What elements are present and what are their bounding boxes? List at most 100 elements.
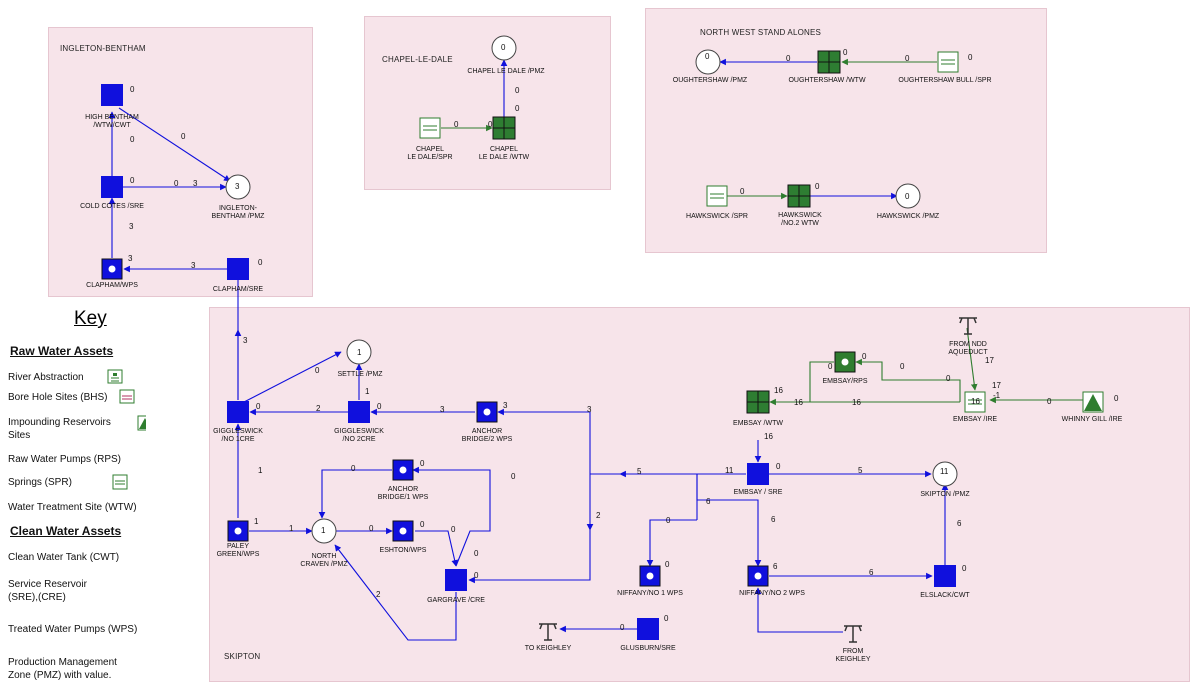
label-eshton: ESHTON/WPS [379, 547, 427, 554]
embsay-wtw-node-grid [747, 391, 769, 413]
flow-label: 3 [587, 405, 592, 414]
flow-label: 11 [725, 466, 734, 475]
oughtershaw-spr-node [937, 51, 959, 73]
label-from-keighley: FROM KEIGHLEY [835, 648, 871, 663]
flow-label: 1 [289, 524, 294, 533]
value-whinny-gill: 0 [1114, 394, 1119, 403]
flow-label: 2 [596, 511, 601, 520]
label-embsay-ire: EMBSAY /IRE [952, 416, 998, 423]
zone-label-skipton: SKIPTON [224, 652, 261, 661]
anchor-1-node-glyph [399, 466, 407, 474]
flow-label: 0 [620, 623, 625, 632]
label-cold-cotes: COLD COTES /SRE [80, 203, 144, 210]
value-niffany-2: 6 [773, 562, 778, 571]
flow-label: 0 [474, 549, 479, 558]
flow-label: 0 [451, 525, 456, 534]
legend-impounding: Impounding Reservoirs Sites [8, 417, 111, 441]
label-chapel-pmz: CHAPEL LE DALE /PMZ [467, 68, 545, 75]
value-high-bentham: 0 [130, 85, 135, 94]
oughtershaw-pmz-node [695, 49, 721, 75]
flow-label: 6 [706, 497, 711, 506]
anchor-2-node-glyph [483, 408, 491, 416]
from-keighley-tower [844, 625, 862, 643]
legend-river: River Abstraction [8, 372, 84, 383]
flow-label: -1 [993, 391, 1001, 400]
value-giggleswick-2: 0 [377, 402, 382, 411]
label-chapel-spr: CHAPEL LE DALE/SPR [407, 146, 453, 161]
value-settle-pmz: 1 [357, 348, 362, 357]
flow-label: 3 [191, 261, 196, 270]
flow-label: 0 [1047, 397, 1052, 406]
hawkswick-spr-node [706, 185, 728, 207]
paley-green-node-glyph [234, 527, 242, 535]
oughtershaw-spr-node-lines [941, 59, 955, 65]
label-niffany-1: NIFFANY/NO 1 WPS [617, 590, 683, 597]
label-anchor-1: ANCHOR BRIDGE/1 WPS [377, 486, 429, 501]
glusburn-node [637, 618, 659, 640]
label-skipton-pmz: SKIPTON /PMZ [920, 491, 970, 498]
label-clapham-sre: CLAPHAM/SRE [212, 286, 264, 293]
label-anchor-2: ANCHOR BRIDGE/2 WPS [461, 428, 513, 443]
legend-sre: Service Reservoir (SRE),(CRE) [8, 579, 87, 603]
legend-raw-heading: Raw Water Assets [10, 344, 114, 358]
flow-label: 16 [852, 398, 861, 407]
flow-label: 0 [454, 120, 459, 129]
zone-north-west [645, 8, 1047, 253]
flow-label: 0 [666, 516, 671, 525]
label-oughtershaw-spr: OUGHTERSHAW BULL /SPR [898, 77, 992, 84]
value-gargrave: 0 [474, 571, 479, 580]
value-paley-green: 1 [254, 517, 259, 526]
label-embsay-wtw: EMBSAY /WTW [733, 420, 783, 427]
label-ingleton-pmz: INGLETON- BENTHAM /PMZ [211, 205, 265, 220]
skipton-pmz-node [932, 461, 958, 487]
settle-pmz-node [346, 339, 372, 365]
oughtershaw-wtw-node-grid [818, 51, 840, 73]
zone-skipton [209, 307, 1190, 682]
chapel-wtw-node-grid [493, 117, 515, 139]
niffany-2-node-glyph [754, 572, 762, 580]
embsay-rps-node-glyph [841, 358, 849, 366]
label-from-ndd: FROM NDD AQUEDUCT [948, 341, 988, 356]
label-gargrave: GARGRAVE /CRE [427, 597, 485, 604]
zone-chapel-le-dale [364, 16, 611, 190]
label-oughtershaw-wtw: OUGHTERSHAW /WTW [788, 77, 866, 84]
value-embsay-ire: 16 [971, 397, 980, 406]
flow-label: 3 [243, 336, 248, 345]
value-embsay-rps: 0 [862, 352, 867, 361]
flow-label: 17 [985, 356, 994, 365]
value-embsay-sre: 0 [776, 462, 781, 471]
impounding-reservoir-icon [137, 415, 146, 431]
flow-label: 2 [376, 590, 381, 599]
embsay-ire-node [964, 391, 986, 413]
value-oughtershaw-spr: 0 [968, 53, 973, 62]
legend-title: Key [74, 308, 107, 329]
gargrave-node [445, 569, 467, 591]
legend-cwt: Clean Water Tank (CWT) [8, 552, 120, 563]
flow-label: 6 [957, 519, 962, 528]
legend-clean-heading: Clean Water Assets [10, 524, 122, 538]
value-giggleswick-1: 0 [256, 402, 261, 411]
zone-label-chapel: CHAPEL-LE-DALE [382, 55, 453, 64]
flow-label: 6 [771, 515, 776, 524]
flow-label: 6 [869, 568, 874, 577]
flow-label: 3 [440, 405, 445, 414]
label-whinny-gill: WHINNY GILL /IRE [1061, 416, 1123, 423]
chapel-spr-node [419, 117, 441, 139]
river-icon [107, 369, 123, 384]
flow-label: 16 [794, 398, 803, 407]
label-chapel-wtw: CHAPEL LE DALE /WTW [478, 146, 530, 161]
chapel-pmz-node [491, 35, 517, 61]
flow-label: 0 [488, 120, 493, 129]
zone-ingleton-bentham [48, 27, 313, 297]
value-clapham-wps: 3 [128, 254, 133, 263]
zone-label-ingleton: INGLETON-BENTHAM [60, 44, 146, 53]
value-elslack: 0 [962, 564, 967, 573]
label-hawkswick-wtw: HAWKSWICK /NO.2 WTW [778, 212, 822, 227]
flow-label: 16 [764, 432, 773, 441]
value-embsay-wtw: 16 [774, 386, 783, 395]
label-elslack: ELSLACK/CWT [920, 592, 970, 599]
legend-symbols [107, 369, 146, 490]
label-giggleswick-2: GIGGLESWICK /NO 2CRE [334, 428, 384, 443]
value-oughtershaw-pmz: 0 [705, 52, 710, 61]
label-hawkswick-spr: HAWKSWICK /SPR [686, 213, 748, 220]
